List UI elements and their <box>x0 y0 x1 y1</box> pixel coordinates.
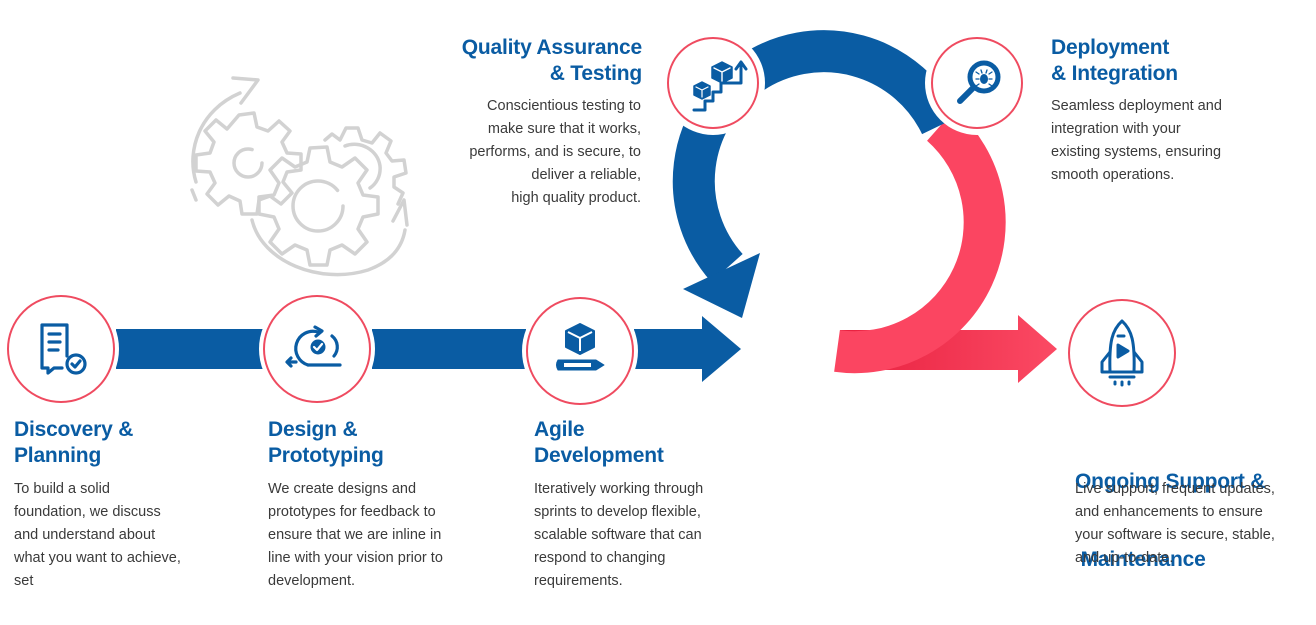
arrow-to-loop <box>634 316 741 382</box>
bug-magnifier-icon <box>957 60 1001 104</box>
stage-title-deployment: Deployment & Integration <box>1051 36 1178 85</box>
cube-pencil-icon <box>556 323 605 371</box>
rocket-icon <box>1100 319 1144 387</box>
boxes-stairs-icon <box>692 60 748 112</box>
stage-title-qa: Quality Assurance & Testing <box>461 36 642 85</box>
loop-ring-red <box>834 109 1006 374</box>
stage-desc-deployment: Seamless deployment and integration with… <box>1051 98 1222 183</box>
stage-desc-agile: Iteratively working through sprints to d… <box>534 481 704 589</box>
stage-title-discovery: Discovery & Planning <box>14 418 134 467</box>
iterate-cycle-icon <box>285 325 342 368</box>
stage-desc-discovery: To build a solid foundation, we discuss … <box>14 481 181 589</box>
connector-bar-1 <box>116 329 264 369</box>
sdlc-process-infographic: Discovery & Planning To build a solid fo… <box>7 30 1275 589</box>
gears-cycle-icon <box>190 76 409 277</box>
stage-desc-support: Live support, frequent updates, and enha… <box>1075 481 1275 566</box>
stage-circle-discovery <box>7 295 115 403</box>
stage-circle-qa <box>667 37 759 129</box>
connector-bar-2 <box>372 329 526 369</box>
document-check-icon <box>40 323 87 375</box>
stage-desc-qa: Conscientious testing to make sure that … <box>469 98 641 206</box>
stage-title-agile: Agile Development <box>534 418 664 467</box>
stage-title-support: Ongoing Support & Maintenance <box>1075 470 1266 571</box>
process-graphics <box>7 30 1176 407</box>
stage-desc-design: We create designs and prototypes for fee… <box>268 481 443 589</box>
stage-circle-deployment <box>931 37 1023 129</box>
stage-title-design: Design & Prototyping <box>268 418 384 467</box>
loop-arrowhead <box>683 253 760 318</box>
